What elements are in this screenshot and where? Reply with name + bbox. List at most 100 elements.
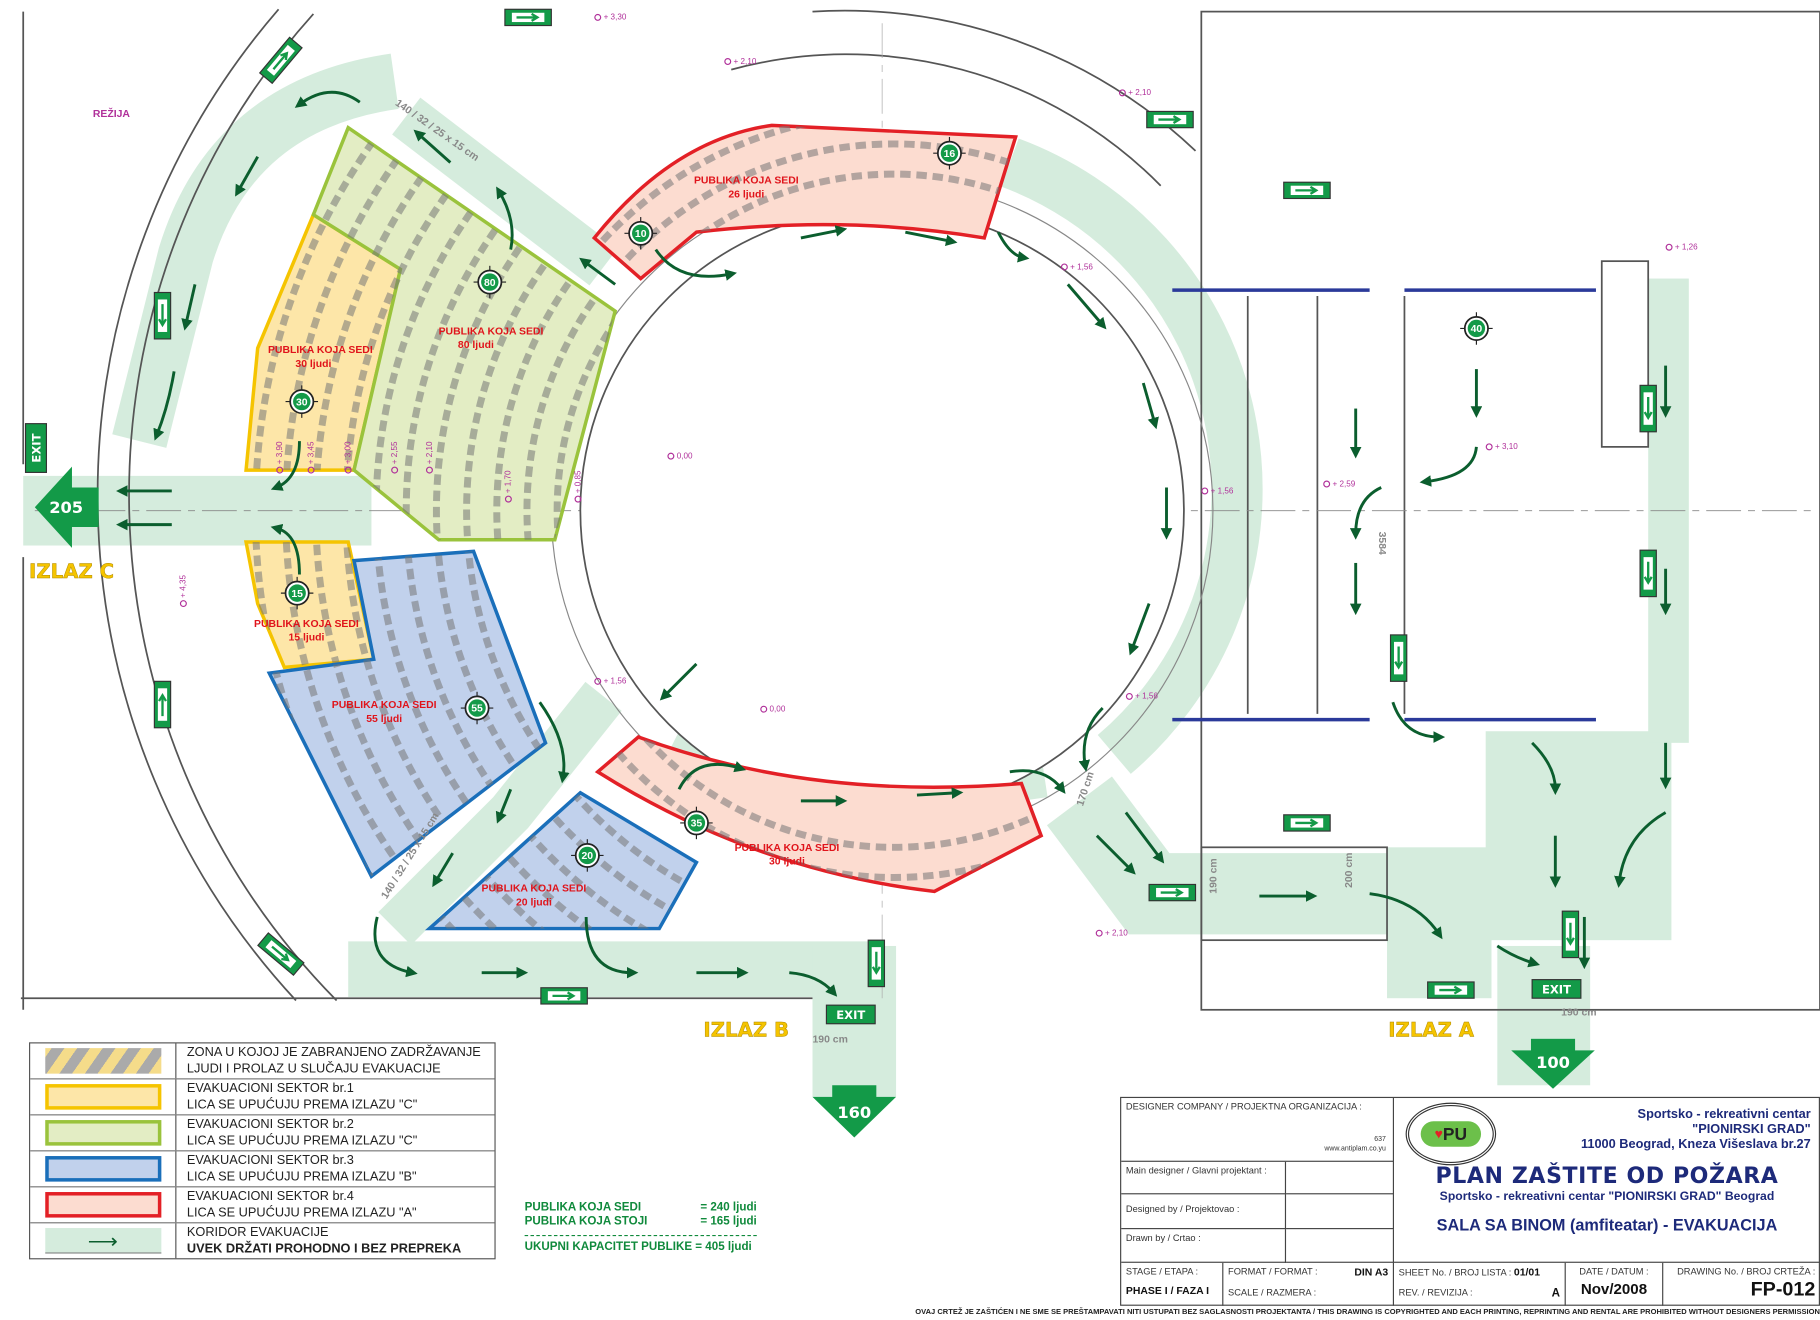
arrow-right-icon [1158, 115, 1182, 125]
sector-3-swatch [44, 1156, 161, 1182]
arrow-right-icon [1295, 818, 1319, 828]
svg-text:+ 2,10: + 2,10 [425, 441, 434, 464]
sector-label: PUBLIKA KOJA SEDI [332, 700, 437, 711]
svg-text:+ 1,70: + 1,70 [504, 470, 513, 493]
elevation-mark: + 3,30 [594, 13, 627, 22]
marker-number: 80 [484, 278, 496, 289]
room-label-rezija: REŽIJA [93, 107, 131, 120]
sector-count: 30 ljudi [769, 857, 805, 868]
elevation-mark: + 3,45 [306, 441, 315, 474]
fire-extinguisher-marker: 55 [460, 691, 494, 725]
svg-text:+ 2,10: + 2,10 [734, 57, 757, 66]
sector-labels: PUBLIKA KOJA SEDI 30 ljudi PUBLIKA KOJA … [254, 175, 839, 908]
company-web: www.antiplam.co.yu [1324, 1145, 1386, 1153]
seat-row [432, 125, 1042, 929]
svg-text:+ 1,56: + 1,56 [1135, 692, 1158, 701]
legend-text: EVAKUACIONI SEKTOR br.4 [186, 1189, 354, 1204]
format-value: DIN A3 [1354, 1266, 1389, 1278]
marker-number: 30 [296, 397, 308, 408]
elevation-marks: + 3,30+ 2,10+ 2,10+ 1,56+ 1,26+ 3,10+ 2,… [179, 13, 1698, 938]
evacuation-arrows [116, 90, 1672, 997]
elevation-mark: + 0,85 [573, 470, 582, 503]
sector-count: 80 ljudi [458, 340, 494, 351]
svg-text:200 cm: 200 cm [1344, 853, 1355, 888]
copyright-footer: OVAJ CRTEŽ JE ZAŠTIĆEN I NE SME SE PREŠT… [915, 1308, 1820, 1317]
sector-1-swatch [44, 1084, 161, 1110]
svg-text:0,00: 0,00 [677, 451, 693, 460]
seat-row [463, 125, 1042, 929]
fire-extinguisher-marker: 80 [473, 265, 507, 299]
date-value: Nov/2008 [1580, 1280, 1648, 1298]
marker-number: 55 [471, 704, 483, 715]
exit-direction-sign [1283, 814, 1331, 832]
elevation-mark: 0,00 [667, 451, 693, 460]
exit-direction-sign [257, 932, 305, 977]
svg-text:+ 3,45: + 3,45 [306, 441, 315, 464]
elevation-mark: + 2,10 [724, 57, 757, 66]
elevation-mark: + 3,90 [275, 441, 284, 474]
seat-row [553, 170, 1042, 851]
designed-by-label: Designed by / Projektovao : [1121, 1194, 1287, 1230]
exit-direction-sign [1146, 110, 1194, 129]
sector-label: PUBLIKA KOJA SEDI [482, 883, 587, 894]
sector-4-swatch [44, 1192, 161, 1218]
legend-text: LJUDI I PROLAZ U SLUČAJU EVAKUACIJE [186, 1062, 441, 1076]
elevation-mark: + 3,00 [344, 441, 353, 474]
arrow-right-icon [1394, 646, 1404, 670]
direction-signs [153, 8, 1657, 1005]
svg-text:+ 3,30: + 3,30 [604, 13, 627, 22]
exit-a-capacity: 100 [1536, 1053, 1570, 1072]
legend-text: EVAKUACIONI SEKTOR br.1 [186, 1081, 354, 1096]
fire-extinguisher-marker: 30 [285, 385, 319, 418]
exit-direction-sign [504, 8, 552, 27]
exit-c-label: IZLAZ C [29, 560, 114, 583]
exit-sign-b: EXIT [825, 1004, 876, 1025]
svg-text:190 cm: 190 cm [812, 1034, 847, 1045]
svg-text:+ 3,90: + 3,90 [275, 441, 284, 464]
svg-text:+ 2,59: + 2,59 [1332, 479, 1355, 488]
elevation-mark: + 1,56 [1060, 262, 1093, 271]
sector-label: PUBLIKA KOJA SEDI [735, 843, 840, 854]
sheet-value: 01/01 [1513, 1266, 1541, 1278]
elevation-mark: + 1,26 [1665, 243, 1698, 252]
fire-extinguisher-marker: 10 [624, 217, 657, 250]
legend-text: ZONA U KOJOJ JE ZABRANJENO ZADRŽAVANJE [186, 1045, 481, 1060]
elevation-mark: + 1,56 [594, 677, 627, 686]
exit-direction-sign [867, 939, 886, 988]
elevation-mark: 0,00 [760, 705, 786, 714]
client-name: "PIONIRSKI GRAD" [1692, 1122, 1811, 1137]
label: DESIGNER COMPANY / PROJEKTNA ORGANIZACIJ… [1125, 1101, 1362, 1112]
client-address: 11000 Beograd, Kneza Višeslava br.27 [1580, 1137, 1811, 1152]
exit-sign-a: EXIT [1531, 979, 1582, 999]
elevation-mark: + 2,55 [390, 441, 399, 474]
label: DRAWING No. / BROJ CRTEŽA : [1677, 1266, 1816, 1277]
fire-extinguisher-marker: 15 [280, 576, 314, 610]
svg-text:EXIT: EXIT [1542, 983, 1571, 997]
stage-cell: STAGE / ETAPA : PHASE I / FAZA I [1121, 1262, 1224, 1306]
label: SHEET No. / BROJ LISTA : [1398, 1267, 1512, 1278]
sector-label: PUBLIKA KOJA SEDI [439, 326, 544, 337]
sector-count: 20 ljudi [516, 897, 552, 908]
exit-b-big-arrow: 160 [812, 1085, 897, 1138]
arrow-right-icon [1439, 985, 1463, 995]
sheet-title: SALA SA BINOM (amfiteatar) - EVAKUACIJA [1436, 1215, 1778, 1234]
exit-direction-sign [1389, 634, 1408, 682]
exit-direction-sign [153, 680, 172, 729]
exit-direction-sign [153, 291, 172, 340]
arrow-right-icon [272, 51, 289, 70]
main-designer-value [1286, 1161, 1395, 1195]
fire-extinguisher-marker: 40 [1460, 312, 1493, 345]
standing-label: PUBLIKA KOJA STOJI [524, 1215, 648, 1229]
exit-c-capacity: 205 [49, 498, 83, 517]
sector-label: PUBLIKA KOJA SEDI [268, 345, 373, 356]
sector-count: 15 ljudi [288, 633, 324, 644]
exit-signs: EXIT EXIT EXIT [24, 423, 1582, 1025]
fire-extinguisher-marker: 35 [680, 806, 713, 840]
arrow-right-icon [158, 693, 167, 717]
elevation-mark: + 4,35 [179, 574, 188, 608]
arrow-right-icon [552, 991, 576, 1001]
exit-direction-sign [1427, 981, 1475, 999]
marker-number: 35 [691, 819, 703, 830]
